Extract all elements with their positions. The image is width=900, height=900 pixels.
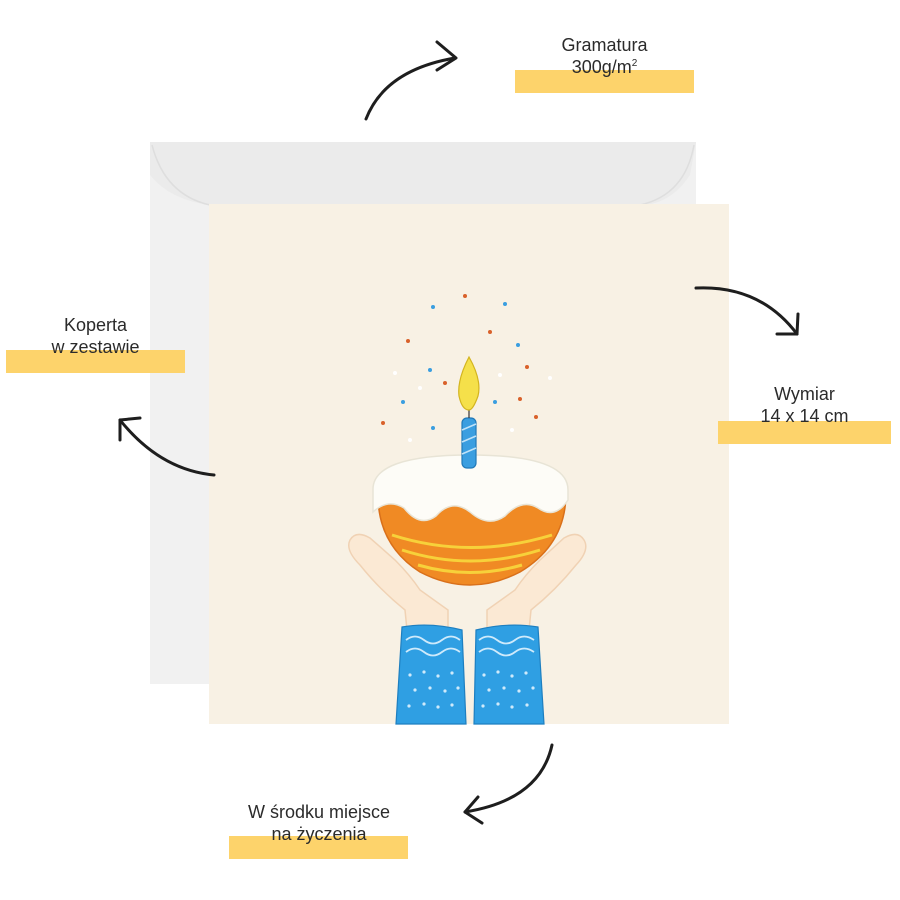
wymiar-title: Wymiar	[774, 384, 835, 404]
gramatura-label: Gramatura 300g/m2	[515, 34, 694, 78]
cake-icon	[372, 454, 569, 586]
wymiar-highlight	[718, 421, 891, 444]
koperta-title: Koperta	[63, 315, 128, 335]
srodek-title: W środku miejsce	[247, 802, 391, 822]
koperta-label: Koperta w zestawie	[6, 314, 185, 358]
arrow-icon	[694, 286, 800, 336]
arrow-icon	[463, 743, 554, 825]
gramatura-title: Gramatura	[561, 35, 648, 55]
gramatura-value: 300g/m2	[571, 57, 638, 77]
wymiar-label: Wymiar 14 x 14 cm	[718, 383, 891, 427]
wymiar-value: 14 x 14 cm	[760, 406, 849, 426]
hands-icon	[348, 533, 587, 641]
srodek-value: na życzenia	[271, 824, 367, 844]
arrow-icon	[364, 40, 458, 121]
gramatura-highlight	[515, 70, 694, 93]
arrow-icon	[118, 416, 216, 477]
sleeves	[395, 624, 545, 725]
koperta-highlight	[6, 350, 185, 373]
srodek-highlight	[229, 836, 408, 859]
srodek-label: W środku miejsce na życzenia	[214, 801, 424, 845]
candle-icon	[458, 355, 480, 469]
koperta-value: w zestawie	[51, 337, 140, 357]
